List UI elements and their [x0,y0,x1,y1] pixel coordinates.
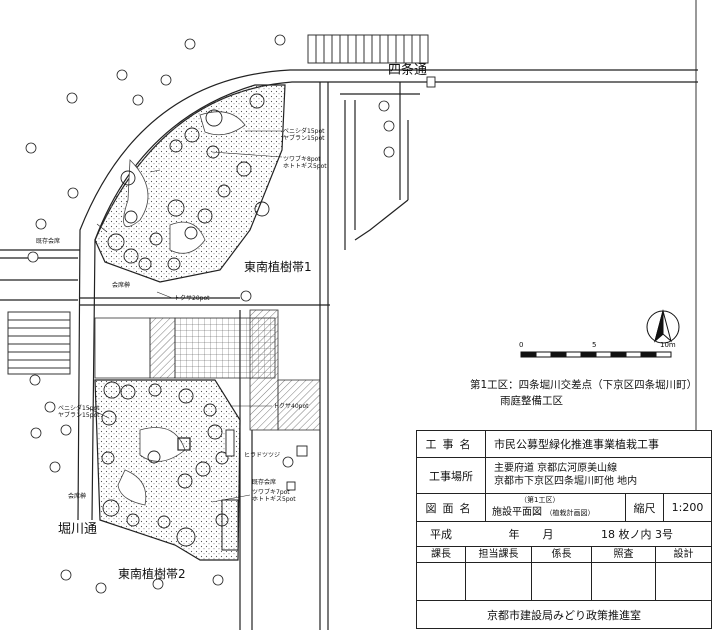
row-project: 工事名 市民公募型緑化推進事業植栽工事 [417,431,711,458]
stamp-box [655,563,711,600]
north-arrow [646,309,680,344]
plant-label: 既存会席 [36,238,61,245]
site-line2: 京都市下京区四条堀川町他 地内 [494,476,638,487]
plant-label: 既存会席 [252,479,277,486]
plant-label: ヒラドツツジ [244,452,281,459]
project-value: 市民公募型緑化推進事業植栽工事 [485,431,711,457]
scale-value: 1:200 [663,494,711,521]
row-stamps [417,563,711,601]
zone-label-belt2: 東南植樹帯2 [118,567,186,581]
existing-tree-markers [25,34,395,594]
street-fixtures [225,76,436,491]
sheet-count: 18 枚ノ内 3号 [601,528,673,541]
month: 月 [542,528,554,541]
plant-label: ヤブラン15pot [58,412,100,419]
row-drawing: 図面名 （第1工区） 施設平面図 （植栽計画図） 縮尺 1:200 [417,494,711,522]
crosswalk-shijo [307,34,429,64]
plant-label: 会席榊 [112,282,131,289]
drawing-note: （植栽計画図） [545,509,595,517]
role-subchief: 係長 [531,547,591,562]
scale-label: 縮尺 [625,494,663,521]
role-designer: 設計 [655,547,711,562]
site-label: 工事場所 [429,469,473,483]
stamp-box [531,563,591,600]
role-section-chief: 担当課長 [465,547,531,562]
street-label-shijo: 四条通 [388,63,428,78]
plant-label: 会席榊 [68,493,87,500]
drawing-value: 施設平面図 [492,507,542,518]
role-chief: 課長 [431,549,451,560]
scale-tick-5: 5 [592,341,597,349]
plant-label: ホトトギス5pot [283,163,327,170]
scale-tick-0: 0 [519,341,524,349]
title-block: 工事名 市民公募型緑化推進事業植栽工事 工事場所 主要府道 京都広河原美山線 京… [416,430,712,629]
crosswalk-horikawa [7,311,71,375]
section-note-line1: 第1工区：四条堀川交差点（下京区四条堀川町） [470,379,698,391]
project-label: 工事名 [425,438,477,451]
office-name: 京都市建設局みどり政策推進室 [487,609,641,622]
drawing-value-cell: （第1工区） 施設平面図 （植栽計画図） [485,494,625,521]
stamp-box [465,563,531,600]
planting-belt-2 [94,379,241,561]
plant-label: トクサ20pot [174,295,210,302]
plant-label: ヤブラン15pot [283,135,325,142]
stamp-box [591,563,655,600]
zone-label-belt1: 東南植樹帯1 [244,260,312,274]
plant-label: ツワブキ7pot [252,489,290,496]
section-note-line2: 雨庭整備工区 [500,395,563,407]
year: 年 [508,528,520,541]
plant-label: トクサ40pot [273,403,309,410]
scale-bar [520,351,672,358]
row-date: 平成 年 月 18 枚ノ内 3号 [417,522,711,547]
role-checker: 照査 [591,547,655,562]
tree-symbols [101,93,270,547]
planting-belt-1 [94,84,286,283]
drawing-label: 図面名 [425,501,477,515]
plant-label: ベニシダ15pot [283,128,325,135]
row-roles: 課長 担当課長 係長 照査 設計 [417,547,711,563]
paving-area [94,309,321,431]
drawing-sub: （第1工区） [520,496,560,504]
row-site: 工事場所 主要府道 京都広河原美山線 京都市下京区四条堀川町他 地内 [417,458,711,494]
era: 平成 [430,528,452,541]
leader-lines [87,130,283,503]
site-line1: 主要府道 京都広河原美山線 [494,463,618,474]
plant-label: ホトトギス5pot [252,496,296,503]
site-value: 主要府道 京都広河原美山線 京都市下京区四条堀川町他 地内 [485,458,711,493]
plant-label: ベニシダ15pot [58,405,100,412]
plant-label: ツワブキ8pot [283,156,321,163]
scale-tick-10: 10m [660,341,676,349]
street-label-horikawa: 堀川通 [58,522,98,537]
